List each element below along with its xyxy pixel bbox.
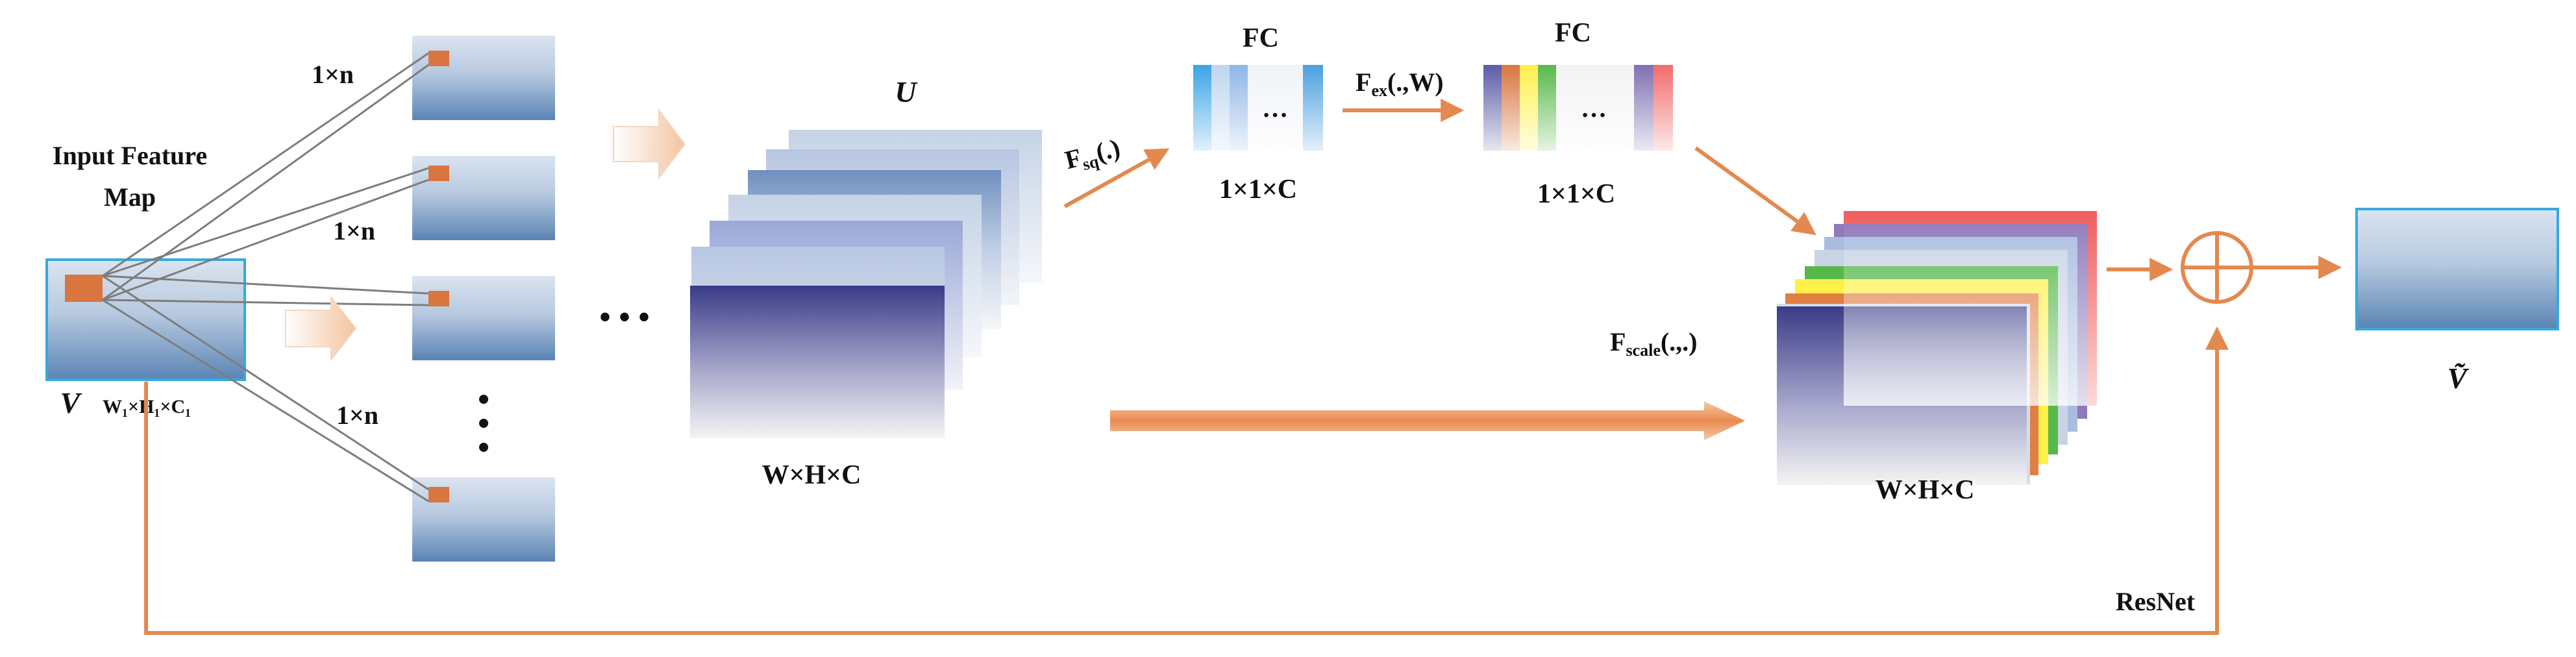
fsq-label: Fsq(.)	[1062, 133, 1124, 178]
vtilde-symbol: Ṽ	[2447, 362, 2470, 395]
resnet-label: ResNet	[2116, 587, 2196, 616]
fc1-dots: …	[1262, 93, 1288, 123]
branch-connectors	[102, 52, 429, 502]
kernel-label-1: 1×n	[312, 60, 354, 89]
fscale-arrow	[1110, 401, 1745, 440]
input-feature-map	[45, 258, 246, 381]
out-dims: W×H×C	[1876, 475, 1975, 505]
kernel-label-3: 1×n	[336, 401, 378, 430]
output-map-block	[2355, 208, 2559, 330]
branch-block-3	[412, 276, 555, 360]
branch-blocks	[412, 36, 555, 562]
fc2-to-scale-arrow	[1694, 146, 1816, 236]
branch-kernel-2	[428, 166, 449, 181]
fc2-dims: 1×1×C	[1537, 179, 1615, 209]
kernel-patch	[65, 275, 103, 302]
branch-kernel-4	[428, 487, 449, 502]
v-symbol: V	[60, 386, 82, 419]
sum-node	[2181, 231, 2253, 304]
hollow-arrow-top	[613, 108, 686, 180]
vertical-ellipsis	[479, 395, 488, 452]
u-symbol: U	[895, 75, 918, 108]
fc1-block	[1193, 65, 1323, 151]
u-layer-front	[690, 286, 945, 438]
resnet-skip-path	[144, 326, 2229, 635]
kernel-label-2: 1×n	[333, 216, 375, 245]
input-title-line2: Map	[104, 182, 156, 212]
fc2-title: FC	[1555, 18, 1591, 48]
u-dims: W×H×C	[762, 460, 861, 490]
branch-block-1	[412, 36, 555, 120]
output-feature-stack	[1777, 211, 2097, 485]
branch-kernel-1	[428, 51, 449, 66]
branch-kernel-3	[428, 291, 449, 306]
fc1-title: FC	[1243, 23, 1279, 53]
horizontal-ellipsis: • • •	[599, 299, 650, 335]
fscale-label: Fscale(.,.)	[1610, 327, 1698, 360]
hollow-arrow-small	[285, 295, 357, 362]
fc2-dots: …	[1581, 93, 1607, 123]
fsq-arrow	[1063, 148, 1170, 208]
fc2-block	[1483, 65, 1673, 151]
u-feature-stack	[690, 130, 1042, 438]
fc1-dims: 1×1×C	[1219, 175, 1297, 205]
fex-label: Fex(.,W)	[1356, 68, 1444, 100]
input-title-line1: Input Feature	[53, 141, 207, 170]
